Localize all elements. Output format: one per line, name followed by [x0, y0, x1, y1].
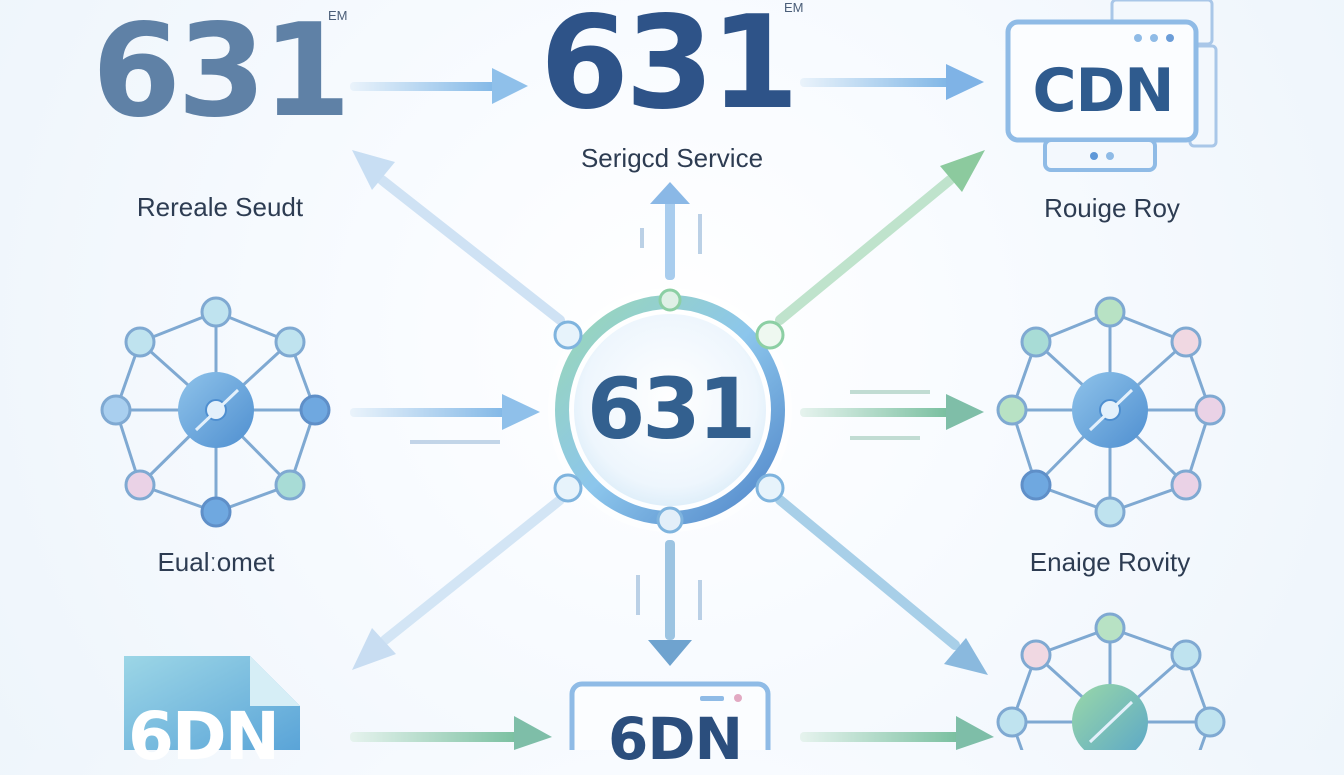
diagram-canvas — [100, 0, 1226, 750]
arrow-top-left-to-center — [350, 68, 528, 104]
network-graph-right — [996, 296, 1226, 528]
cdn-monitor — [1005, 0, 1218, 172]
document-text: 6DN — [128, 698, 280, 775]
arrow-center-to-top-right — [775, 150, 985, 325]
top-center-trademark: EM — [784, 0, 804, 15]
bottom-monitor — [569, 681, 771, 750]
arrow-center-up — [640, 182, 702, 280]
arrow-center-to-bottom-left — [352, 495, 565, 670]
middle-right-label: Enaige Rovity — [1029, 547, 1191, 577]
arrow-center-to-mid-right — [800, 390, 984, 440]
top-left-number: 631 — [92, 0, 351, 146]
top-left-label: Rereale Seudt — [136, 192, 304, 222]
arrow-bottom-center-to-right — [800, 716, 994, 750]
network-graph-bottom-right — [996, 612, 1226, 750]
arrow-mid-left-to-center — [350, 394, 540, 444]
center-hub-number: 631 — [586, 360, 756, 458]
top-right-label: Rouige Roy — [1044, 193, 1180, 223]
top-center-label: Serigcd Service — [580, 143, 764, 173]
top-left-trademark: EM — [328, 8, 348, 23]
middle-left-label: Eualːomet — [157, 547, 275, 577]
top-center-number: 631 — [540, 0, 799, 138]
network-graph-left — [100, 296, 331, 528]
arrow-center-to-bottom-right — [775, 495, 988, 675]
arrow-center-to-top-left — [352, 150, 565, 325]
arrow-top-center-to-right — [800, 64, 984, 100]
bottom-monitor-text: 6DN — [607, 705, 743, 773]
center-hub — [548, 288, 792, 534]
document-icon — [124, 656, 300, 750]
arrow-bottom-left-to-center — [350, 716, 552, 750]
cdn-monitor-text: CDN — [1032, 56, 1174, 126]
arrow-center-down — [636, 540, 702, 666]
